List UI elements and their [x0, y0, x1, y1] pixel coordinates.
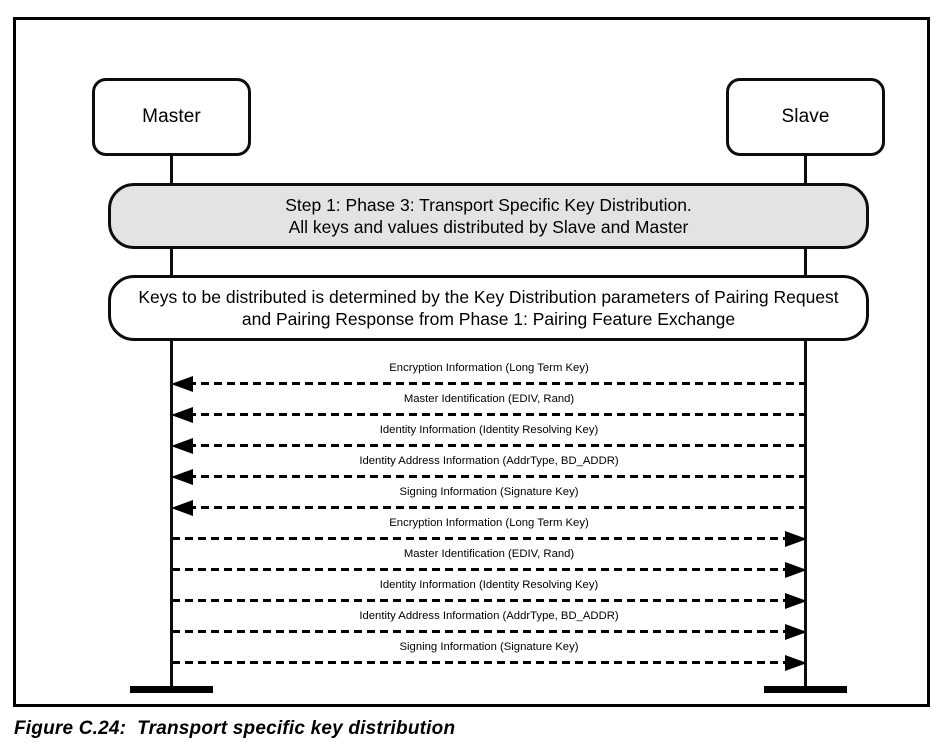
message-line: [172, 537, 790, 540]
message-label: Identity Address Information (AddrType, …: [359, 610, 619, 622]
actor-label-slave: Slave: [781, 106, 830, 127]
message-label: Master Identification (EDIV, Rand): [403, 548, 575, 560]
lifeline-master: [170, 155, 173, 692]
arrow-left-icon: [171, 468, 193, 485]
arrow-left-icon: [171, 499, 193, 516]
message-row[interactable]: Signing Information (Signature Key): [172, 634, 807, 671]
message-line: [188, 382, 806, 385]
message-label: Encryption Information (Long Term Key): [389, 362, 589, 374]
message-line: [188, 444, 806, 447]
message-label: Signing Information (Signature Key): [399, 641, 579, 653]
message-row[interactable]: Identity Information (Identity Resolving…: [171, 417, 806, 454]
actor-box-master[interactable]: Master: [92, 78, 251, 156]
message-line: [172, 630, 790, 633]
message-line: [188, 413, 806, 416]
arrow-left-icon: [171, 437, 193, 454]
lifeline-slave: [804, 155, 807, 692]
message-label: Master Identification (EDIV, Rand): [403, 393, 575, 405]
message-label: Identity Address Information (AddrType, …: [359, 455, 619, 467]
message-row[interactable]: Encryption Information (Long Term Key): [171, 355, 806, 392]
step-banner-line-1: Step 1: Phase 3: Transport Specific Key …: [285, 195, 692, 215]
message-row[interactable]: Master Identification (EDIV, Rand): [172, 541, 807, 578]
arrow-left-icon: [171, 406, 193, 423]
figure-frame: Master Slave Step 1: Phase 3: Transport …: [13, 17, 930, 707]
message-line: [188, 506, 806, 509]
arrow-right-icon: [785, 592, 807, 609]
message-line: [172, 568, 790, 571]
message-row[interactable]: Identity Address Information (AddrType, …: [171, 448, 806, 485]
message-label: Encryption Information (Long Term Key): [389, 517, 589, 529]
message-line: [172, 599, 790, 602]
message-row[interactable]: Identity Information (Identity Resolving…: [172, 572, 807, 609]
note-banner-line-1: Keys to be distributed is determined by …: [138, 287, 839, 307]
message-line: [172, 661, 790, 664]
message-label: Signing Information (Signature Key): [399, 486, 579, 498]
note-banner-box: Keys to be distributed is determined by …: [108, 275, 869, 341]
message-line: [188, 475, 806, 478]
message-row[interactable]: Master Identification (EDIV, Rand): [171, 386, 806, 423]
note-banner-line-2: and Pairing Response from Phase 1: Pairi…: [241, 309, 736, 329]
step-banner-line-2: All keys and values distributed by Slave…: [288, 217, 689, 237]
message-label: Identity Information (Identity Resolving…: [379, 424, 599, 436]
arrow-right-icon: [785, 623, 807, 640]
message-row[interactable]: Signing Information (Signature Key): [171, 479, 806, 516]
message-label: Identity Information (Identity Resolving…: [379, 579, 599, 591]
lifeline-terminator-master: [130, 686, 213, 693]
figure-caption: Figure C.24: Transport specific key dist…: [14, 718, 456, 739]
arrow-left-icon: [171, 375, 193, 392]
actor-box-slave[interactable]: Slave: [726, 78, 885, 156]
step-banner-box: Step 1: Phase 3: Transport Specific Key …: [108, 183, 869, 249]
message-row[interactable]: Identity Address Information (AddrType, …: [172, 603, 807, 640]
actor-label-master: Master: [142, 106, 201, 127]
message-row[interactable]: Encryption Information (Long Term Key): [172, 510, 807, 547]
arrow-right-icon: [785, 654, 807, 671]
lifeline-terminator-slave: [764, 686, 847, 693]
arrow-right-icon: [785, 530, 807, 547]
arrow-right-icon: [785, 561, 807, 578]
